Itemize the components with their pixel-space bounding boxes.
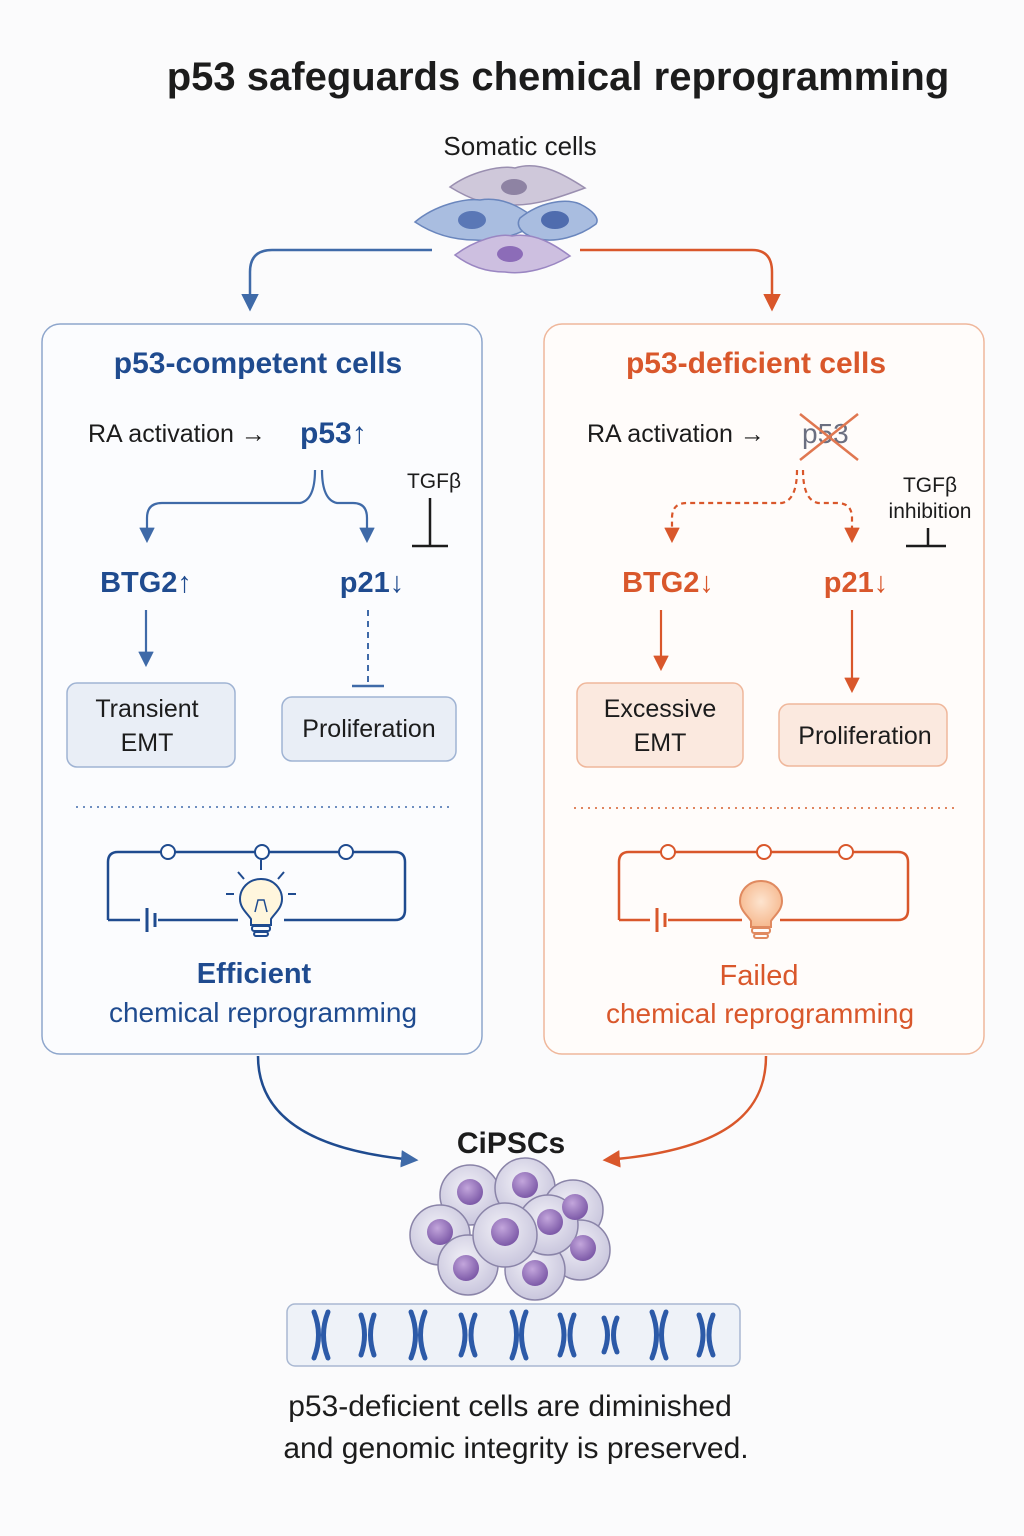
right-lightbulb-off-icon — [738, 879, 784, 939]
converge-arrow-right — [602, 1055, 768, 1168]
right-outcome-line2: chemical reprogramming — [606, 998, 914, 1029]
branch-arrow-right — [580, 248, 781, 312]
branch-arrow-left — [241, 248, 432, 312]
left-ra-activation: RA activation → — [88, 420, 266, 448]
left-emt-box — [66, 682, 236, 768]
right-split-arrows — [664, 469, 860, 544]
right-proliferation-label: Proliferation — [798, 722, 931, 750]
left-outcome-line2: chemical reprogramming — [109, 997, 417, 1028]
left-circuit-icon — [106, 844, 407, 932]
left-proliferation-box — [281, 696, 457, 762]
left-outcome-line1: Efficient — [197, 958, 312, 990]
caption-line1: p53-deficient cells are diminished — [288, 1390, 732, 1423]
cipsc-colony-illustration — [409, 1157, 611, 1301]
left-emt-line1: Transient — [95, 695, 198, 723]
right-panel — [543, 323, 985, 1055]
caption-line2: and genomic integrity is preserved. — [283, 1432, 748, 1465]
page-title: p53 safeguards chemical reprogramming — [167, 55, 950, 99]
right-btg2-label: BTG2↓ — [622, 567, 714, 599]
left-p21-label: p21↓ — [340, 567, 404, 599]
converge-arrow-left — [256, 1055, 419, 1168]
chromosome-icons — [311, 1309, 716, 1361]
left-p53-label: p53↑ — [300, 417, 367, 450]
somatic-cells-label: Somatic cells — [443, 131, 596, 161]
right-emt-line1: Excessive — [604, 695, 717, 723]
right-emt-line2: EMT — [634, 729, 687, 757]
right-outcome-line1: Failed — [720, 960, 799, 992]
left-emt-line2: EMT — [121, 729, 174, 757]
karyotype-panel — [286, 1303, 741, 1367]
left-panel-title: p53-competent cells — [114, 347, 402, 380]
left-lightbulb-on-icon — [226, 860, 296, 937]
right-panel-title: p53-deficient cells — [626, 347, 886, 380]
somatic-cells-illustration — [413, 165, 598, 274]
left-tgfb-label: TGFβ — [407, 470, 461, 493]
right-ra-activation: RA activation → — [587, 420, 765, 448]
right-p21-label: p21↓ — [824, 567, 888, 599]
left-btg2-label: BTG2↑ — [100, 567, 192, 599]
left-p21-inhibit-arrow — [352, 610, 384, 688]
right-tgfb-label-line2: inhibition — [889, 500, 972, 523]
left-proliferation-label: Proliferation — [302, 715, 435, 743]
cipscs-label: CiPSCs — [457, 1127, 565, 1160]
right-circuit-icon — [617, 844, 910, 932]
left-tgfb-inhibition-icon — [412, 498, 448, 548]
right-tgfb-inhibition-icon — [906, 528, 946, 548]
left-split-arrows — [139, 469, 375, 544]
right-p53-cross-icon — [799, 413, 859, 461]
right-proliferation-box — [778, 703, 948, 767]
right-tgfb-label-line1: TGFβ — [903, 474, 957, 497]
right-emt-box — [576, 682, 744, 768]
